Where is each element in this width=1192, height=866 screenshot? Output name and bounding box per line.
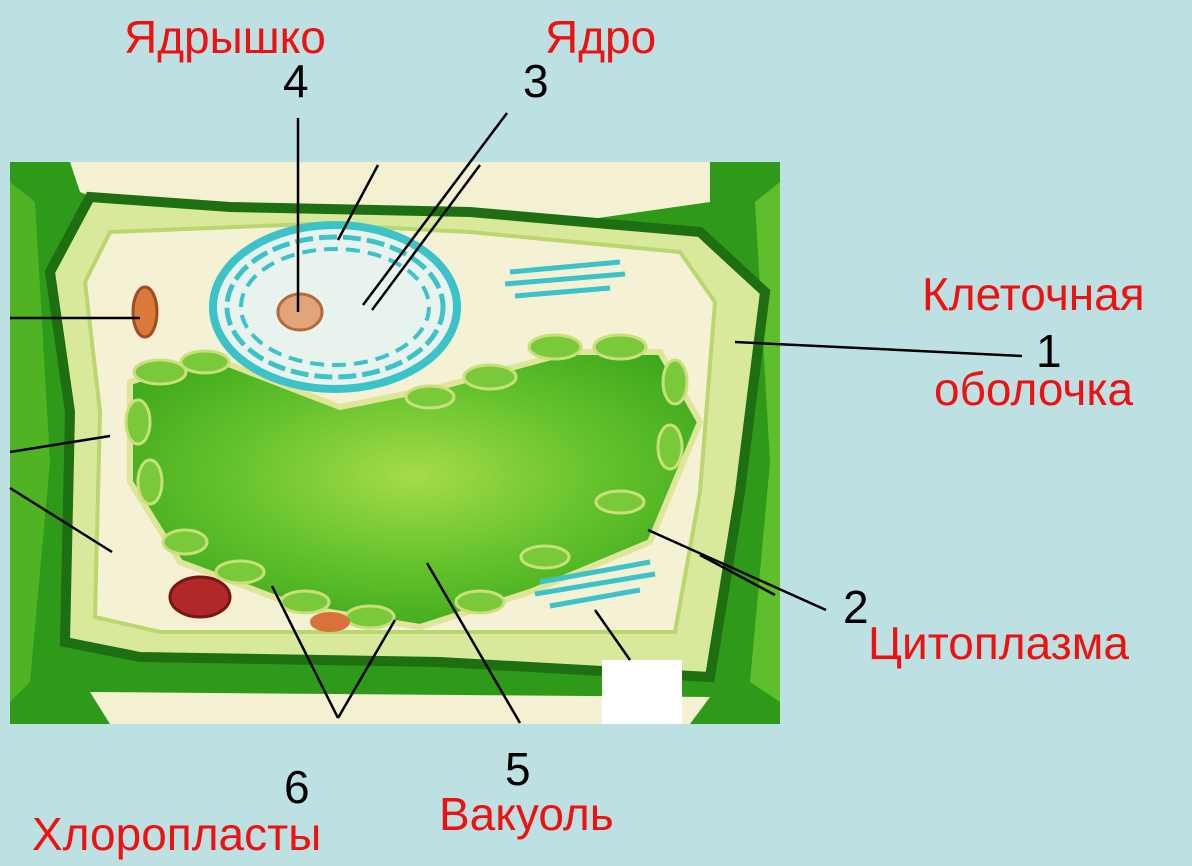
label-cell-wall-line1: Клеточная xyxy=(922,271,1145,317)
pointer-chloroplast-b xyxy=(338,620,395,718)
label-cytoplasm: Цитоплазма xyxy=(868,620,1129,666)
pointer-cell-wall xyxy=(735,342,1022,356)
pointer-cytoplasm-a xyxy=(648,530,826,610)
pointer-nucleus-c xyxy=(338,165,378,240)
label-nucleolus: Ядрышко xyxy=(124,14,326,60)
label-cell-wall-line2: оболочка xyxy=(934,366,1133,412)
pointer-cytoplasm-b xyxy=(700,555,775,595)
number-4: 4 xyxy=(283,58,309,104)
pointer-left-c xyxy=(10,488,112,552)
number-6: 6 xyxy=(284,764,310,810)
pointer-nucleus-a xyxy=(363,113,507,305)
pointer-left-b xyxy=(10,436,110,452)
pointer-vacuole xyxy=(427,563,520,723)
label-vacuole: Вакуоль xyxy=(439,791,614,837)
number-2: 2 xyxy=(843,584,869,630)
number-5: 5 xyxy=(505,746,531,792)
pointer-chloroplast-a xyxy=(272,586,338,718)
label-nucleus: Ядро xyxy=(545,14,656,60)
label-chloroplasts: Хлоропласты xyxy=(32,811,321,857)
number-3: 3 xyxy=(523,58,549,104)
pointer-nucleus-b xyxy=(372,165,480,310)
pointer-bottom-right xyxy=(595,610,630,660)
number-1: 1 xyxy=(1036,328,1062,374)
